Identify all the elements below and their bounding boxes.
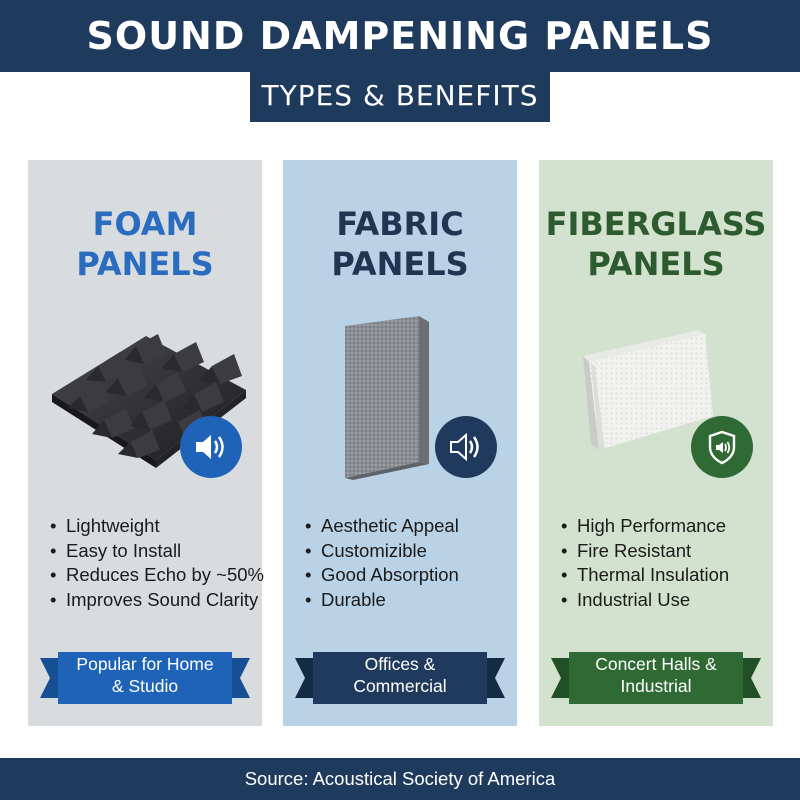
banner-label: Concert Halls & Industrial xyxy=(569,648,743,704)
list-item: Thermal Insulation xyxy=(561,563,771,588)
banner-label: Popular for Home & Studio xyxy=(58,648,232,704)
use-banner xyxy=(551,652,761,704)
banner-line1: Offices & xyxy=(364,654,436,674)
panel-title-line2: PANELS xyxy=(587,245,725,283)
subtitle-box xyxy=(250,72,550,122)
speaker-icon xyxy=(435,416,497,478)
banner-label: Offices & Commercial xyxy=(313,648,487,704)
panel-title-line1: FOAM xyxy=(92,205,198,243)
foam-panel-card: FOAM PANELS xyxy=(28,160,264,726)
banner-line2: & Studio xyxy=(111,676,179,696)
panel-title: FIBERGLASS PANELS xyxy=(539,204,773,284)
panel-title-line2: PANELS xyxy=(331,245,469,283)
banner-line1: Concert Halls & xyxy=(595,654,717,674)
list-item: Good Absorption xyxy=(305,563,515,588)
use-banner xyxy=(295,652,505,704)
panel-title: FOAM PANELS xyxy=(28,204,262,284)
list-item: Reduces Echo by ~50% xyxy=(50,563,264,588)
panel-title-line2: PANELS xyxy=(76,245,214,283)
list-item: Durable xyxy=(305,588,515,613)
list-item: Aesthetic Appeal xyxy=(305,514,515,539)
fiberglass-panel-image xyxy=(583,330,713,452)
banner-line2: Industrial xyxy=(620,676,692,696)
panel-title-line1: FIBERGLASS xyxy=(545,205,767,243)
banner-line1: Popular for Home xyxy=(76,654,214,674)
footer-band xyxy=(0,758,800,800)
list-item: Fire Resistant xyxy=(561,539,771,564)
benefits-list: Lightweight Easy to Install Reduces Echo… xyxy=(50,514,264,613)
foam-panel-image xyxy=(52,334,246,468)
page-subtitle: TYPES & BENEFITS xyxy=(261,79,539,112)
speaker-icon xyxy=(180,416,242,478)
list-item: Lightweight xyxy=(50,514,260,539)
list-item: High Performance xyxy=(561,514,771,539)
page-title: SOUND DAMPENING PANELS xyxy=(86,14,714,58)
list-item: Easy to Install xyxy=(50,539,260,564)
panel-title-line1: FABRIC xyxy=(336,205,464,243)
source-note: Source: Acoustical Society of America xyxy=(244,768,556,789)
benefits-list: Aesthetic Appeal Customizible Good Absor… xyxy=(305,514,515,612)
banner-line2: Commercial xyxy=(353,676,447,696)
benefits-list: High Performance Fire Resistant Thermal … xyxy=(561,514,771,612)
panel-title: FABRIC PANELS xyxy=(283,204,517,284)
list-item: Industrial Use xyxy=(561,588,771,613)
list-item: Improves Sound Clarity xyxy=(50,588,260,613)
use-banner xyxy=(40,652,250,704)
shield-sound-icon xyxy=(691,416,753,478)
header-band xyxy=(0,0,800,72)
list-item: Customizible xyxy=(305,539,515,564)
fabric-panel-image xyxy=(345,316,429,480)
fiberglass-panel-card: FIBERGLASS PANELS High Performance Fire … xyxy=(539,160,773,726)
fabric-panel-card: FABRIC PANELS Aesthetic Appeal Customizi… xyxy=(283,160,517,726)
